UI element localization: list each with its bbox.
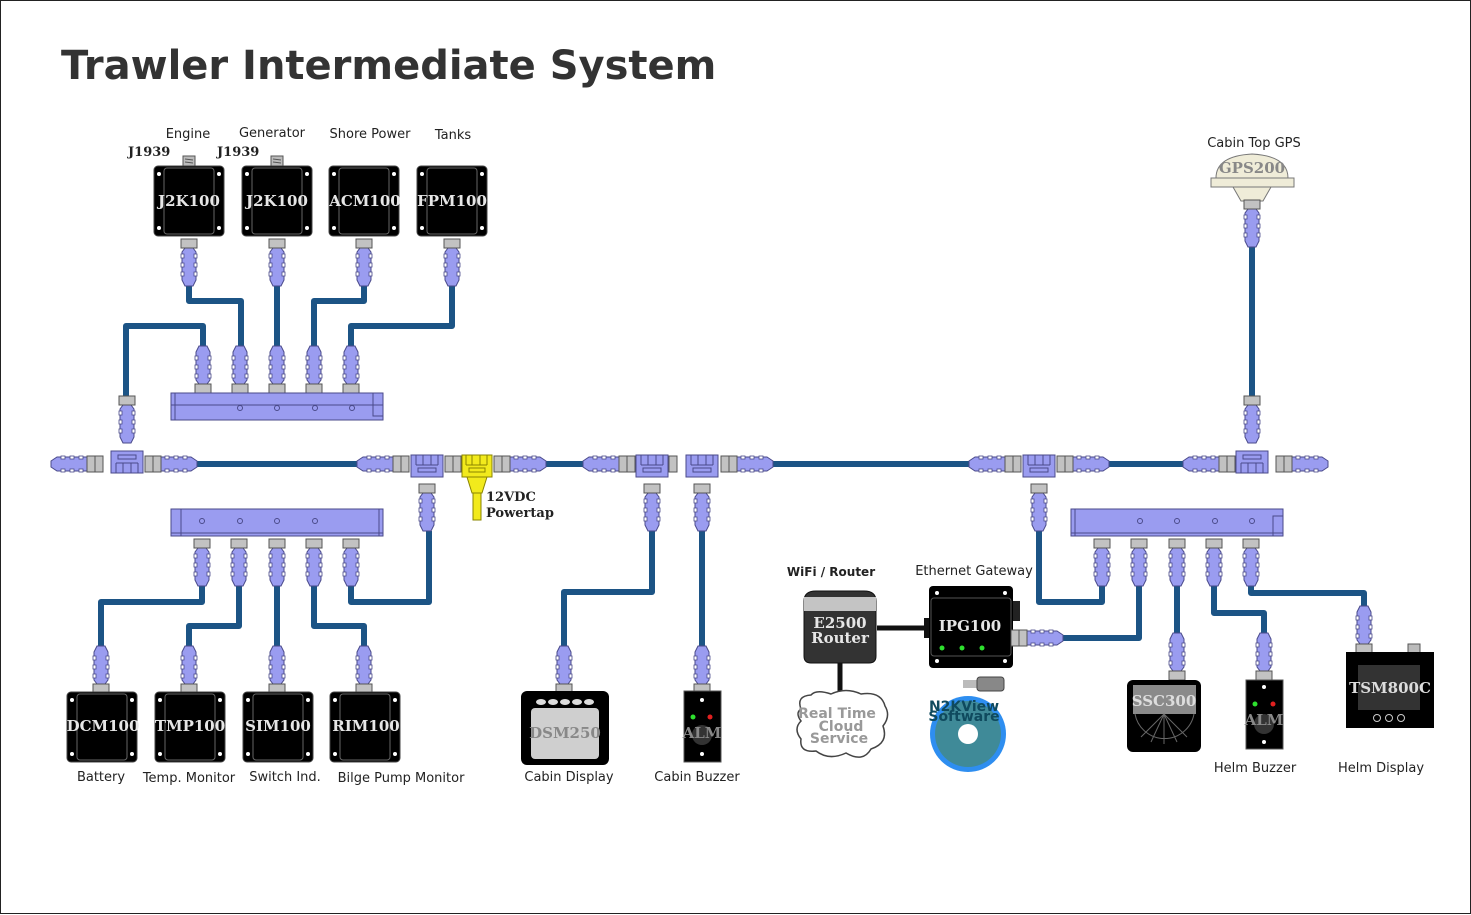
network-devices: WiFi / Router E2500 Router Ethernet Gate…: [787, 564, 1064, 772]
model-ipg100: IPG100: [939, 617, 1001, 635]
cabin-devices: DSM250 Cabin Display ALM Cabin Buzzer: [521, 645, 740, 785]
model-cabin-buzzer: ALM: [682, 724, 722, 742]
helm-devices: SSC300 ALM Helm Buzzer TSM800C Helm Disp…: [1127, 605, 1434, 776]
model-j2k100-engine: J2K100: [156, 192, 220, 210]
device-ssc300[interactable]: SSC300: [1127, 632, 1201, 752]
label-battery: Battery: [77, 770, 125, 785]
label-cabin-buzzer: Cabin Buzzer: [654, 770, 740, 785]
backbone: [50, 450, 1329, 521]
model-j2k100-generator: J2K100: [244, 192, 308, 210]
model-dsm250: DSM250: [529, 724, 601, 742]
port-label-j1939-engine: J1939: [127, 145, 170, 160]
label-tanks: Tanks: [434, 128, 472, 143]
device-j2k100-engine[interactable]: J2K100: [153, 155, 225, 287]
model-tmp100: TMP100: [155, 717, 225, 735]
port-label-j1939-generator: J1939: [216, 145, 259, 160]
model-rim100: RIM100: [332, 717, 399, 735]
device-tmp100[interactable]: TMP100 Temp. Monitor: [142, 645, 236, 786]
label-helm-display: Helm Display: [1338, 761, 1424, 776]
router-line1: E2500: [813, 614, 866, 632]
label-bilge-pump-monitor: Bilge Pump Monitor: [338, 771, 465, 786]
device-dcm100[interactable]: DCM100 Battery: [66, 645, 140, 785]
page-title: Trawler Intermediate System: [61, 43, 716, 89]
label-helm-buzzer: Helm Buzzer: [1214, 761, 1297, 776]
device-sim100[interactable]: SIM100 Switch Ind.: [242, 645, 321, 785]
model-tsm800c: TSM800C: [1349, 679, 1431, 697]
software-line2: Software: [928, 709, 999, 725]
label-temp-monitor: Temp. Monitor: [142, 771, 236, 786]
top-devices: Engine Generator Shore Power Tanks J1939…: [127, 126, 488, 287]
device-fpm100[interactable]: FPM100: [416, 165, 488, 287]
device-rim100[interactable]: RIM100 Bilge Pump Monitor: [329, 645, 465, 786]
device-tsm800c[interactable]: TSM800C Helm Display: [1338, 605, 1434, 776]
model-acm100: ACM100: [328, 192, 401, 210]
model-ssc300: SSC300: [1132, 692, 1197, 710]
n2kview-software-disc[interactable]: N2KView Software: [928, 696, 1006, 772]
label-switch-ind: Switch Ind.: [249, 770, 321, 785]
right-multiport-block: [1070, 508, 1284, 587]
label-cabin-display: Cabin Display: [524, 770, 614, 785]
router-line2: Router: [811, 629, 870, 647]
device-acm100[interactable]: ACM100: [328, 165, 401, 287]
device-helm-buzzer[interactable]: ALM Helm Buzzer: [1214, 632, 1297, 776]
cables: [98, 247, 1367, 646]
model-dcm100: DCM100: [67, 717, 140, 735]
model-gps200: GPS200: [1219, 159, 1285, 177]
model-sim100: SIM100: [245, 717, 311, 735]
software-line1: N2KView: [929, 699, 999, 715]
device-ipg100[interactable]: IPG100: [924, 586, 1064, 668]
label-generator: Generator: [239, 126, 306, 141]
powertap: [461, 454, 493, 521]
label-wifi-router: WiFi / Router: [787, 565, 875, 579]
model-fpm100: FPM100: [417, 192, 487, 210]
powertap-label-line1: 12VDC: [486, 490, 536, 505]
device-dsm250[interactable]: DSM250 Cabin Display: [521, 645, 614, 785]
top-multiport-block: [170, 345, 384, 421]
device-j2k100-generator[interactable]: J2K100: [241, 155, 313, 287]
label-ethernet-gateway: Ethernet Gateway: [915, 564, 1033, 579]
bottom-left-multiport-block: [170, 508, 384, 587]
cloud-line3: Service: [810, 731, 868, 747]
usb-stick: [963, 676, 1005, 692]
powertap-label-line2: Powertap: [486, 506, 554, 521]
model-helm-buzzer: ALM: [1244, 711, 1284, 729]
label-engine: Engine: [166, 127, 211, 142]
label-cabin-top-gps: Cabin Top GPS: [1207, 136, 1301, 151]
device-cabin-buzzer[interactable]: ALM Cabin Buzzer: [654, 645, 740, 785]
cloud-line1: Real Time: [798, 706, 876, 722]
label-shore-power: Shore Power: [330, 127, 412, 142]
device-gps200[interactable]: Cabin Top GPS GPS200: [1207, 136, 1301, 248]
device-e2500-router[interactable]: E2500 Router: [803, 590, 877, 664]
bottom-devices: DCM100 Battery TMP100 Temp. Monitor SIM1…: [66, 645, 465, 786]
cloud-line2: Cloud: [819, 719, 864, 735]
cloud-service[interactable]: Real Time Cloud Service: [796, 689, 889, 758]
